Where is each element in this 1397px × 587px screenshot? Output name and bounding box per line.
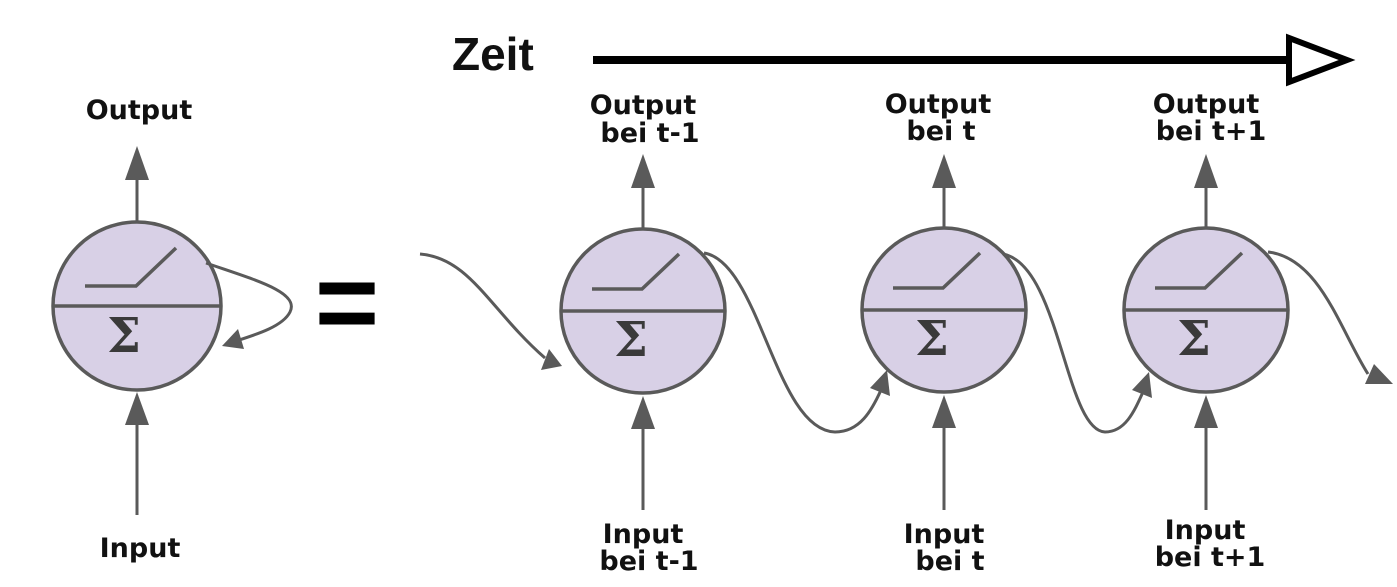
input-time-label-t: bei t: [915, 546, 984, 577]
time-title: Zeit: [452, 28, 534, 80]
folded-neuron: Σ: [51, 220, 223, 392]
input-label-t-minus-1: Input: [603, 519, 684, 550]
output-arrow-t-plus-1: [1194, 154, 1218, 228]
input-arrow-t-minus-1: [631, 396, 655, 510]
input-label-t: Input: [904, 519, 985, 550]
outgoing-recurrent-arrow: [1267, 250, 1393, 384]
folded-output-label: Output: [86, 95, 193, 126]
output-arrow-t: [932, 154, 956, 228]
neuron-step-t-minus-1: Σ: [559, 227, 727, 395]
incoming-recurrent-arrow: [419, 252, 562, 370]
input-arrow-t: [932, 395, 956, 510]
neuron-step-t: Σ: [860, 226, 1028, 394]
sigma-icon: Σ: [915, 311, 949, 367]
time-arrow: [593, 33, 1356, 87]
output-label-t: Output: [885, 89, 992, 120]
output-time-label-t-plus-1: bei t+1: [1156, 116, 1267, 147]
output-arrow-t-minus-1: [631, 154, 655, 229]
equals-sign: =: [315, 241, 379, 364]
folded-input-label: Input: [100, 533, 181, 564]
recurrent-arrow-t-minus-1-to-t: [703, 251, 890, 434]
sigma-icon: Σ: [614, 312, 648, 368]
neuron-step-t-plus-1: Σ: [1122, 226, 1290, 394]
input-arrow-t-plus-1: [1194, 395, 1218, 510]
sigma-icon: Σ: [1177, 311, 1211, 367]
output-label-t-plus-1: Output: [1153, 89, 1260, 120]
input-time-label-t-plus-1: bei t+1: [1155, 542, 1266, 573]
recurrent-loop-arrow: [205, 261, 293, 349]
recurrent-arrow-t-to-t-plus-1: [1002, 252, 1152, 434]
output-label-t-minus-1: Output: [590, 90, 697, 121]
input-label-t-plus-1: Input: [1165, 515, 1246, 546]
output-time-label-t-minus-1: bei t-1: [600, 118, 699, 149]
folded-output-arrow: [125, 146, 149, 222]
output-time-label-t: bei t: [906, 116, 975, 147]
input-time-label-t-minus-1: bei t-1: [599, 546, 698, 577]
folded-input-arrow: [125, 392, 149, 515]
sigma-icon: Σ: [107, 308, 141, 364]
